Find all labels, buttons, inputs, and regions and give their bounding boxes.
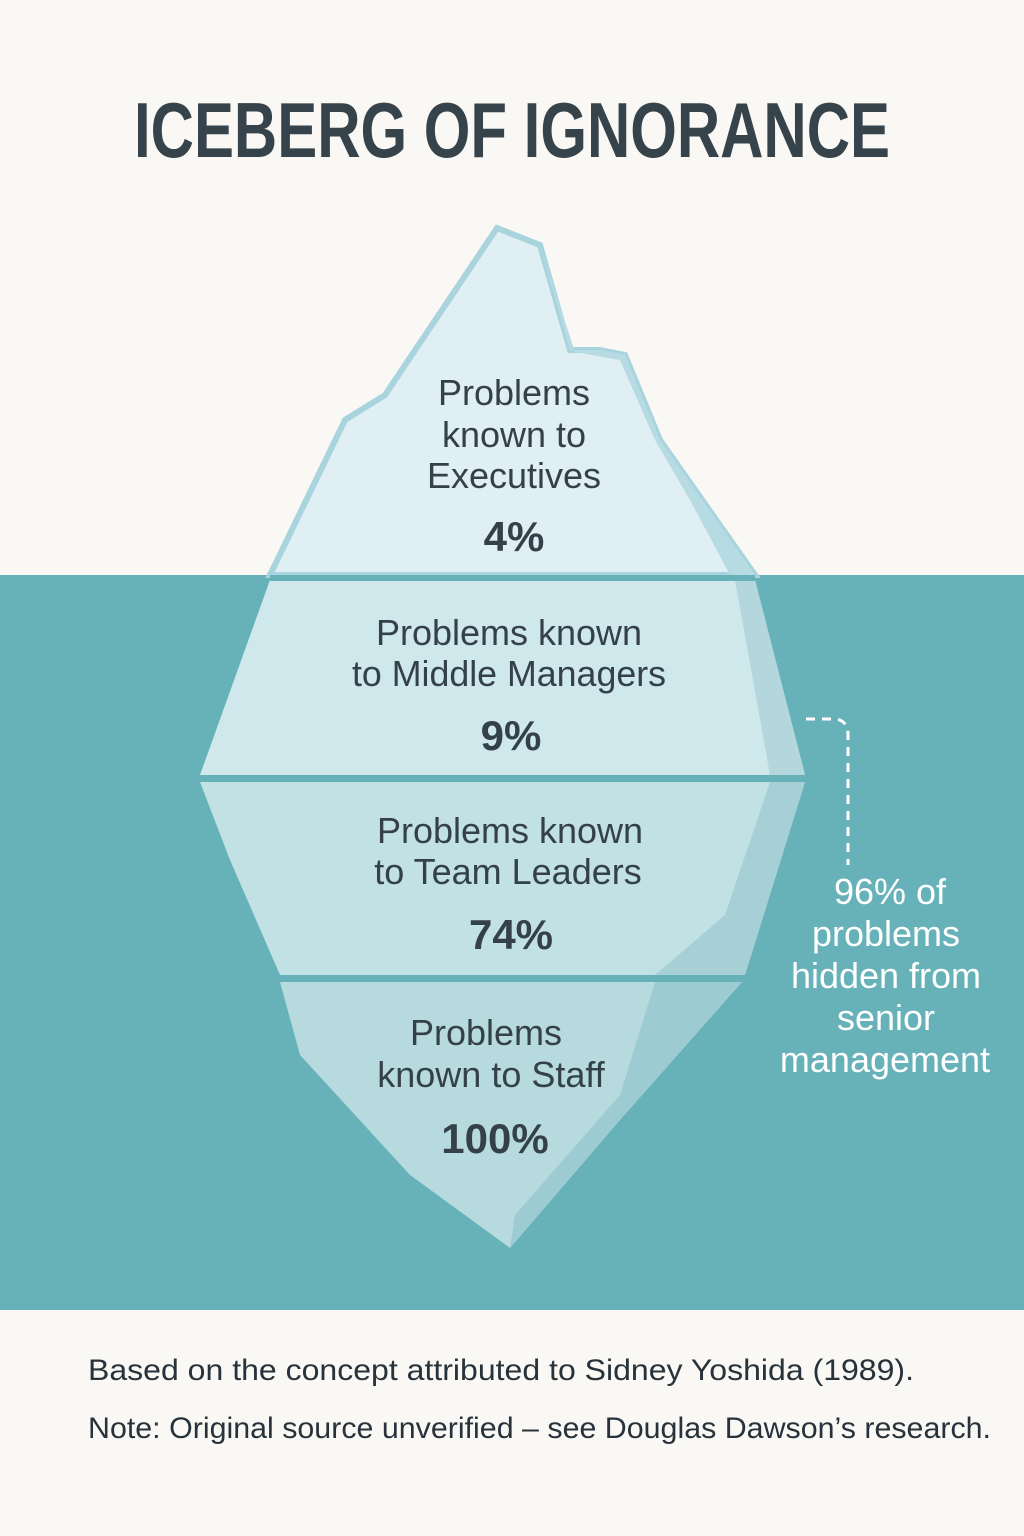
layer-label: Executives xyxy=(427,455,601,496)
callout-text: hidden from xyxy=(791,955,981,996)
layer-label: Problems xyxy=(410,1012,562,1053)
layer-percent: 4% xyxy=(484,513,545,560)
callout-text: management xyxy=(780,1039,990,1080)
page-title: ICEBERG OF IGNORANCE xyxy=(134,86,890,174)
layer-label: Problems known xyxy=(376,612,642,653)
layer-percent: 100% xyxy=(441,1115,548,1162)
layer-label: Problems xyxy=(438,372,590,413)
iceberg-band-3 xyxy=(200,782,805,975)
layer-percent: 74% xyxy=(469,911,553,958)
iceberg-tip-shade xyxy=(540,245,755,575)
layer-label: known to Staff xyxy=(377,1054,605,1095)
layer-staff: Problems known to Staff 100% xyxy=(377,1012,605,1162)
iceberg-band-2 xyxy=(200,580,805,775)
layer-label: known to xyxy=(442,414,586,455)
layer-middle-managers: Problems known to Middle Managers 9% xyxy=(352,612,666,759)
iceberg xyxy=(200,224,805,1248)
iceberg-shade-3 xyxy=(655,782,805,975)
footer-attribution: Based on the concept attributed to Sidne… xyxy=(88,1354,914,1387)
layer-label: Problems known xyxy=(377,810,643,851)
iceberg-band-4 xyxy=(280,982,742,1248)
hidden-problems-callout: 96% of problems hidden from senior manag… xyxy=(780,871,990,1080)
callout-connector xyxy=(806,717,850,865)
layer-label: to Team Leaders xyxy=(374,851,642,892)
footer-note: Note: Original source unverified – see D… xyxy=(88,1412,991,1445)
callout-text: 96% of xyxy=(834,871,947,912)
layer-label: to Middle Managers xyxy=(352,653,666,694)
callout-text: senior xyxy=(837,997,935,1038)
layer-team-leaders: Problems known to Team Leaders 74% xyxy=(374,810,643,958)
callout-text: problems xyxy=(812,913,960,954)
iceberg-shade-2 xyxy=(735,580,805,775)
layer-percent: 9% xyxy=(481,712,542,759)
layer-executives: Problems known to Executives 4% xyxy=(427,372,601,560)
